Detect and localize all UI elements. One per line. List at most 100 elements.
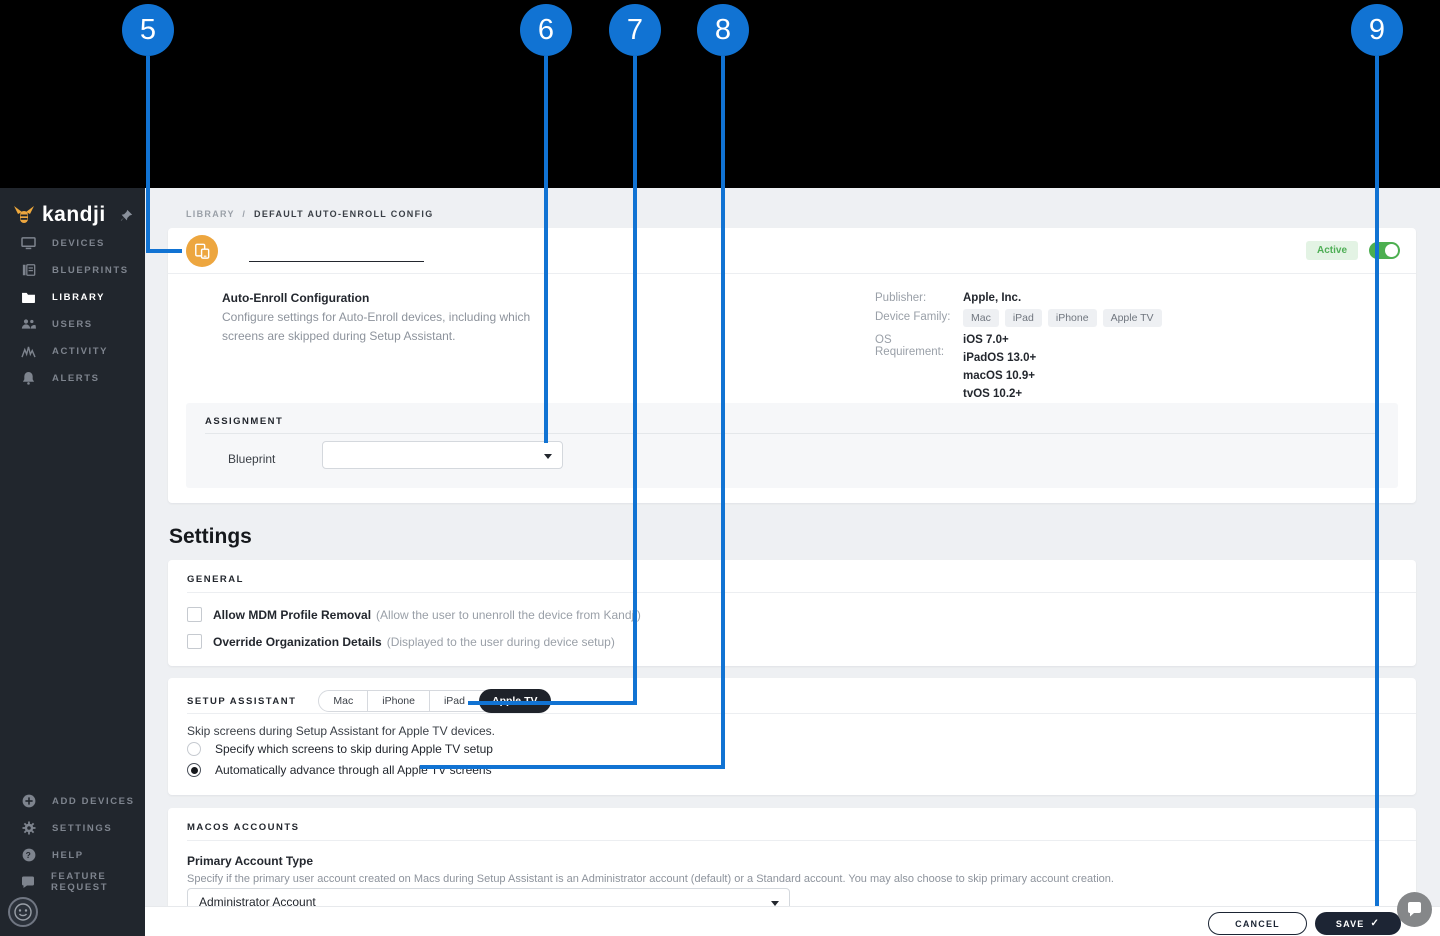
sidebar-item-label: DEVICES [52, 237, 105, 249]
sidebar-item-activity[interactable]: ACTIVITY [21, 343, 108, 359]
sidebar-item-add-devices[interactable]: ADD DEVICES [21, 793, 135, 809]
publisher-label: Publisher: [875, 292, 927, 304]
sidebar-item-label: USERS [52, 318, 93, 330]
gear-icon [21, 821, 36, 836]
folder-icon [21, 290, 36, 305]
sidebar-item-label: ALERTS [52, 372, 100, 384]
tab-mac[interactable]: Mac [319, 691, 369, 711]
blueprint-dropdown[interactable] [322, 441, 563, 469]
activity-icon [21, 344, 36, 359]
callout-circle-8: 8 [697, 4, 749, 56]
sidebar-item-label: FEATURE REQUEST [51, 871, 109, 893]
assignment-section-title: ASSIGNMENT [205, 416, 284, 427]
sidebar-item-library[interactable]: LIBRARY [21, 289, 105, 305]
radio-dot [190, 766, 198, 774]
mdm-profile-removal-checkbox[interactable] [187, 607, 202, 622]
auto-enroll-app-icon [186, 234, 218, 267]
main-content: LIBRARY / DEFAULT AUTO-ENROLL CONFIG Act… [145, 188, 1440, 906]
setup-assistant-card: SETUP ASSISTANT Mac iPhone iPad Apple TV… [168, 678, 1416, 795]
os-requirement-label: OS Requirement: [875, 334, 945, 358]
assignment-section: ASSIGNMENT Blueprint [186, 403, 1398, 488]
sidebar-item-settings[interactable]: SETTINGS [21, 820, 112, 836]
kandji-logo-icon [14, 206, 34, 223]
tab-ipad[interactable]: iPad [443, 695, 465, 707]
save-button[interactable]: SAVE ✓ [1315, 912, 1401, 935]
pin-icon[interactable] [120, 209, 133, 222]
general-section-title: GENERAL [187, 574, 244, 585]
chat-launcher-button[interactable] [1397, 892, 1432, 927]
specify-screens-radio-row[interactable]: Specify which screens to skip during App… [187, 742, 493, 756]
publisher-details: Publisher: Apple, Inc. Device Family: Ma… [875, 292, 1162, 413]
sidebar-item-help[interactable]: ? HELP [21, 847, 84, 863]
override-org-details-checkbox[interactable] [187, 634, 202, 649]
callout-circle-6: 6 [520, 4, 572, 56]
breadcrumb-library[interactable]: LIBRARY [186, 209, 235, 219]
check-icon: ✓ [1370, 918, 1381, 929]
sidebar-item-label: SETTINGS [52, 822, 113, 834]
breadcrumb: LIBRARY / DEFAULT AUTO-ENROLL CONFIG [186, 209, 434, 219]
checkbox-label[interactable]: Override Organization Details [213, 634, 382, 649]
sidebar-item-label: ADD DEVICES [52, 795, 135, 807]
sidebar-item-label: LIBRARY [52, 291, 106, 303]
blueprint-label: Blueprint [228, 452, 276, 466]
sidebar-item-label: HELP [52, 849, 84, 861]
device-family-chips: Mac iPad iPhone Apple TV [963, 309, 1162, 327]
override-org-details-row: Override Organization Details (Displayed… [187, 634, 615, 649]
checkbox-note: (Allow the user to unenroll the device f… [376, 607, 641, 622]
device-chip: iPhone [1047, 309, 1097, 327]
primary-account-type-dropdown[interactable]: Administrator Account [187, 888, 790, 906]
checkbox-label[interactable]: Allow MDM Profile Removal [213, 607, 372, 622]
sidebar-item-users[interactable]: USERS [21, 316, 93, 332]
user-avatar[interactable] [8, 897, 38, 927]
cancel-button[interactable]: CANCEL [1208, 912, 1307, 935]
callout-line-8-horizontal [420, 765, 725, 769]
checkbox-note: (Displayed to the user during device set… [386, 634, 615, 649]
item-name-input[interactable] [249, 239, 424, 262]
radio-selected[interactable] [187, 763, 201, 777]
sidebar-item-blueprints[interactable]: BLUEPRINTS [21, 262, 129, 278]
question-circle-icon: ? [21, 848, 36, 863]
tab-iphone[interactable]: iPhone [368, 691, 430, 711]
save-button-label: SAVE [1335, 918, 1365, 929]
chat-launcher-icon [1408, 901, 1421, 916]
os-requirement: tvOS 10.2+ [963, 388, 1023, 400]
macos-accounts-card: MACOS ACCOUNTS Primary Account Type Spec… [168, 808, 1416, 906]
radio-label[interactable]: Specify which screens to skip during App… [215, 742, 493, 756]
section-divider [187, 713, 1416, 714]
sidebar-item-feature-request[interactable]: FEATURE REQUEST [21, 871, 145, 893]
sidebar-item-label: BLUEPRINTS [52, 264, 129, 276]
mdm-profile-removal-row: Allow MDM Profile Removal (Allow the use… [187, 607, 641, 622]
sidebar-item-devices[interactable]: DEVICES [21, 235, 105, 251]
callout-circle-9: 9 [1351, 4, 1403, 56]
primary-account-type-title: Primary Account Type [187, 854, 314, 868]
logo-row: kandji [12, 200, 133, 230]
os-requirement-values: iOS 7.0+ iPadOS 13.0+ macOS 10.9+ tvOS 1… [963, 334, 1036, 406]
sidebar-item-alerts[interactable]: ALERTS [21, 370, 100, 386]
smiley-icon [14, 903, 32, 921]
item-info-description: Configure settings for Auto-Enroll devic… [222, 310, 531, 344]
callout-line-8-vertical [721, 56, 725, 769]
callout-line-7-vertical [633, 56, 637, 705]
callout-line-9-vertical [1375, 56, 1379, 906]
general-card: GENERAL Allow MDM Profile Removal (Allow… [168, 560, 1416, 666]
primary-account-type-description: Specify if the primary user account crea… [187, 873, 1114, 885]
publisher-value: Apple, Inc. [963, 292, 1022, 304]
macos-accounts-section-title: MACOS ACCOUNTS [187, 822, 300, 833]
logo-text[interactable]: kandji [42, 203, 106, 226]
plus-circle-icon [21, 794, 36, 809]
settings-heading: Settings [169, 525, 252, 548]
device-chip: Mac [963, 309, 999, 327]
os-requirement: macOS 10.9+ [963, 370, 1035, 382]
callout-line-7-horizontal [468, 701, 637, 705]
svg-text:?: ? [25, 850, 32, 860]
active-toggle[interactable] [1369, 242, 1400, 259]
os-requirement: iPadOS 13.0+ [963, 352, 1037, 364]
device-family-label: Device Family: [875, 311, 951, 323]
library-item-card: Active Auto-Enroll Configuration Configu… [168, 228, 1416, 503]
callout-line-6-vertical [544, 56, 548, 443]
radio-unselected[interactable] [187, 742, 201, 756]
device-chip: Apple TV [1102, 309, 1162, 327]
callout-circle-7: 7 [609, 4, 661, 56]
dropdown-caret-icon [771, 901, 779, 906]
